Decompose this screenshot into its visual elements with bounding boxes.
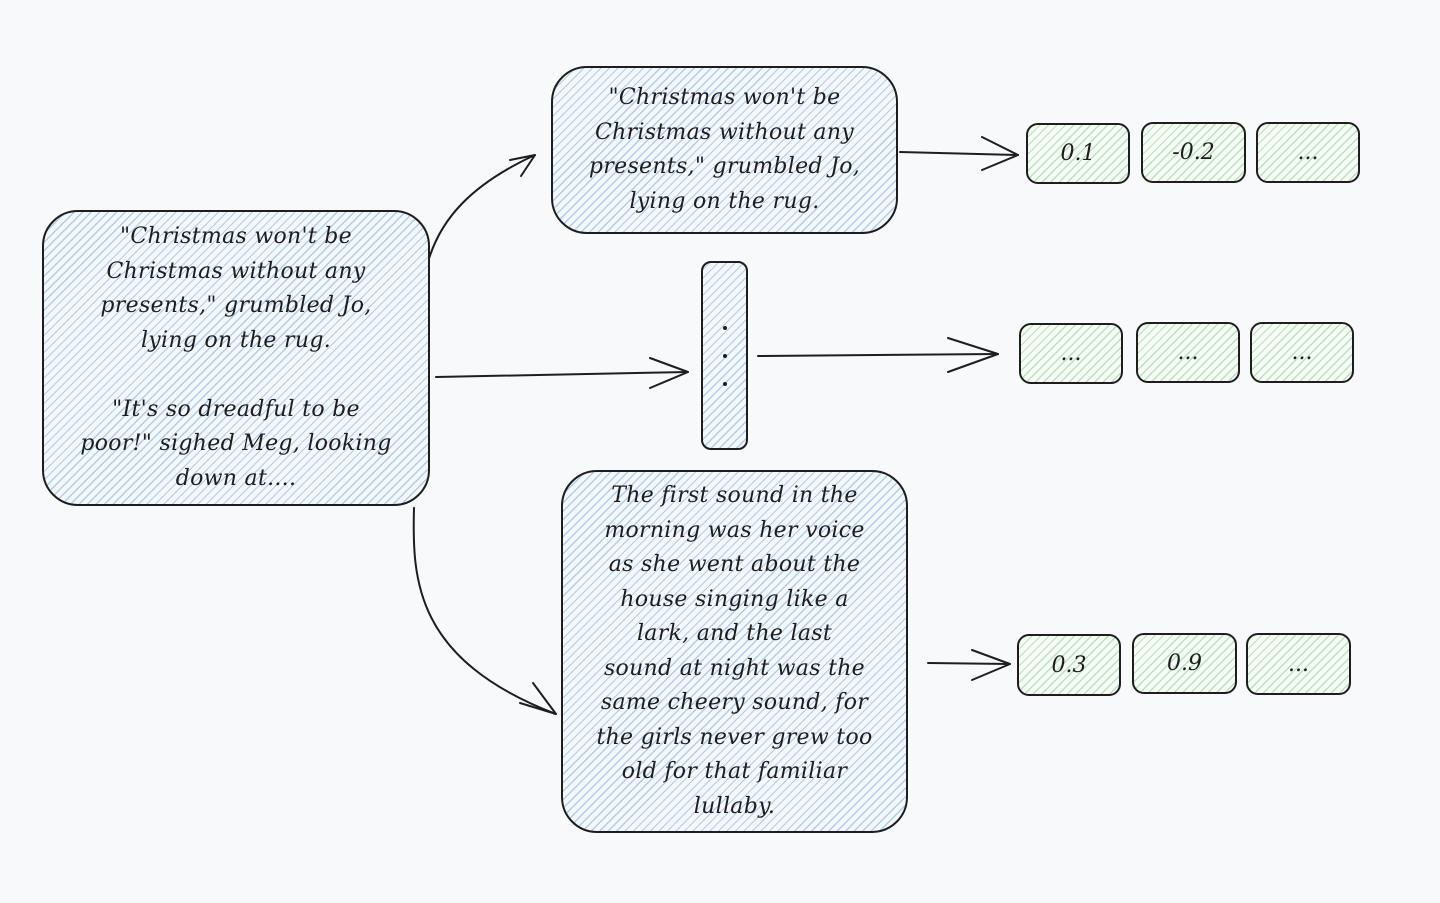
vector-cell: -0.2 — [1141, 122, 1246, 183]
chunk-text-1: "Christmas won't be Christmas without an… — [588, 85, 861, 214]
vector-value: ... — [1177, 340, 1199, 365]
ellipsis-dot — [722, 353, 727, 358]
arrow-chunk-2-to-vector — [757, 353, 999, 357]
vector-cell: ... — [1250, 322, 1354, 383]
arrow-chunk-3-to-vector — [927, 662, 1011, 665]
vector-value: 0.1 — [1060, 141, 1096, 166]
source-text-box: "Christmas won't be Christmas without an… — [42, 210, 430, 506]
chunk-box-1: "Christmas won't be Christmas without an… — [551, 66, 898, 234]
vector-value: 0.3 — [1051, 652, 1087, 678]
vector-cell: 0.1 — [1026, 123, 1130, 184]
arrow-source-to-chunk-2 — [435, 371, 689, 378]
vector-value: ... — [1291, 340, 1313, 365]
arrow-chunk-1-to-vector — [899, 151, 1019, 156]
arrow-head — [649, 357, 689, 389]
arrow-source-to-chunk-3 — [412, 507, 557, 715]
ellipsis-dot — [722, 325, 727, 330]
arrow-head — [509, 154, 536, 177]
vector-cell: ... — [1019, 323, 1123, 384]
vector-value: ... — [1060, 341, 1082, 366]
vector-value: 0.9 — [1167, 651, 1202, 676]
chunk-box-ellipsis — [701, 261, 748, 450]
chunk-text-3: The first sound in the morning was her v… — [596, 483, 873, 819]
arrow-head — [519, 682, 557, 715]
vector-value: ... — [1297, 140, 1319, 165]
arrow-source-to-chunk-1 — [427, 154, 536, 263]
chunk-box-3: The first sound in the morning was her v… — [561, 470, 908, 833]
arrow-head — [947, 337, 999, 373]
source-text: "Christmas won't be Christmas without an… — [80, 224, 392, 491]
vector-cell: ... — [1246, 633, 1351, 695]
ellipsis-dot — [722, 381, 727, 386]
vector-cell: 0.9 — [1132, 633, 1237, 694]
vector-value: ... — [1288, 651, 1309, 677]
vector-value: -0.2 — [1172, 140, 1215, 165]
vector-cell: ... — [1256, 122, 1360, 183]
vector-cell: ... — [1136, 322, 1240, 383]
arrow-head — [981, 136, 1019, 171]
vector-cell: 0.3 — [1017, 634, 1121, 696]
arrow-head — [971, 649, 1011, 681]
